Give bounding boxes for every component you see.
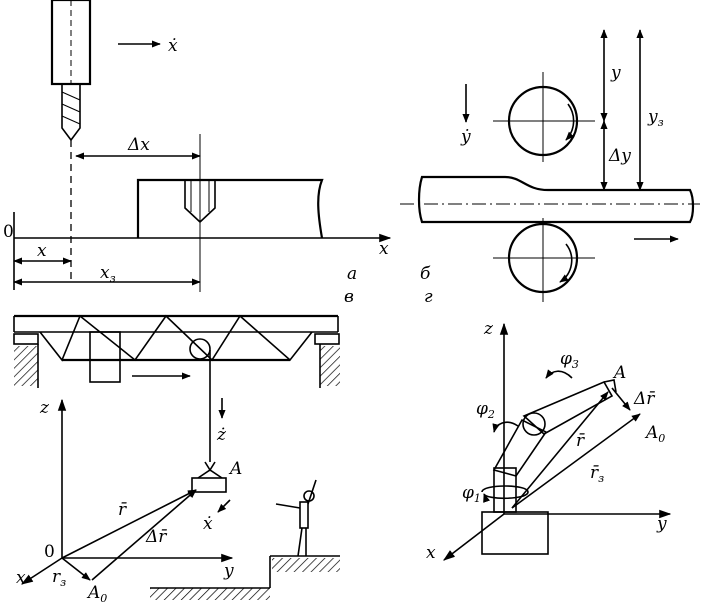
- vertical-velocity-label: ẏ: [460, 127, 471, 147]
- x-axis: [443, 513, 505, 561]
- phi3-rotation: [545, 369, 573, 379]
- upper-roll: [493, 72, 595, 162]
- y3-dimension-label: yз: [647, 107, 664, 129]
- delta-r-vector: [91, 489, 197, 581]
- ground: [150, 555, 340, 600]
- phi1-rotation: [481, 485, 529, 503]
- robot-base: [481, 511, 549, 555]
- rolled-strip: [400, 175, 700, 224]
- milling-cutter: [61, 84, 81, 142]
- z-axis-label: z: [39, 398, 50, 418]
- x-axis-label: x: [379, 239, 389, 259]
- workpiece: [136, 178, 324, 239]
- x3-dimension-label: xз: [100, 263, 116, 285]
- delta-x-label: Δx: [127, 135, 150, 155]
- x-dimension-label: x: [37, 241, 47, 261]
- delta-r-label: Δr̄: [633, 389, 655, 409]
- upper-roll-rotation: [565, 103, 575, 141]
- delta-r-label: Δr̄: [145, 527, 167, 547]
- panel-g-letter: г: [424, 287, 433, 307]
- panel-a-letter: а: [347, 264, 357, 284]
- phi2-label: φ2: [476, 399, 495, 421]
- r3-vector: [511, 413, 641, 509]
- crane-cab: [89, 331, 121, 383]
- point-a-label: A: [228, 459, 242, 479]
- a0-label: A0: [86, 583, 107, 605]
- x-motion-arrow: [217, 499, 231, 513]
- r3-vector-label: r̄з: [590, 463, 604, 485]
- y-axis-label: y: [656, 514, 667, 534]
- hook-and-load: [191, 461, 227, 493]
- right-support: [314, 333, 340, 388]
- left-support: [13, 333, 39, 388]
- phi3-label: φ3: [560, 349, 579, 371]
- panel-b-letter: б: [420, 264, 431, 284]
- robot-upper-link: [522, 379, 617, 435]
- lower-roll-rotation: [559, 243, 573, 283]
- r-vector-label: r̄: [118, 500, 127, 520]
- panel-v-letter: в: [344, 287, 354, 307]
- z-axis-label: z: [483, 319, 494, 339]
- x-axis: [20, 557, 63, 585]
- r3-vector: [61, 557, 91, 581]
- r-vector-label: r̄: [576, 431, 585, 451]
- x-axis-label: x: [426, 543, 436, 563]
- origin-label: 0: [44, 542, 55, 562]
- phi1-label: φ1: [462, 483, 481, 505]
- point-a-label: A: [612, 363, 626, 383]
- a0-label: A0: [644, 423, 665, 445]
- panel-a: ẋ Δx 0 x x xз а: [3, 0, 392, 292]
- x-velocity-label: ẋ: [203, 514, 213, 534]
- panel-g: г z y x φ1 φ2 φ3 A Δr̄ r̄ r̄з A0: [424, 287, 672, 563]
- r-vector: [61, 489, 197, 559]
- origin-label: 0: [3, 222, 14, 242]
- delta-y-label: Δy: [608, 146, 631, 166]
- crane-bridge: [13, 314, 339, 362]
- z-velocity-label: ż: [216, 425, 227, 445]
- hoist-pulley: [189, 338, 211, 360]
- x-axis-label: x: [16, 568, 26, 588]
- y-axis-label: y: [223, 561, 234, 581]
- phi2-rotation: [492, 421, 519, 433]
- spindle-head: [50, 0, 92, 86]
- robot-column: [481, 467, 529, 513]
- lower-roll: [493, 218, 595, 302]
- panel-v: в ż A ẋ: [13, 287, 354, 605]
- delta-r-vector: [611, 387, 631, 411]
- r3-vector-label: rз: [52, 567, 66, 589]
- r-vector: [511, 391, 609, 509]
- feed-velocity-label: ẋ: [168, 36, 178, 56]
- y-dimension-label: y: [610, 63, 621, 83]
- operator-figure: [275, 479, 317, 557]
- panel-b: ẏ y Δy yз б: [400, 29, 700, 302]
